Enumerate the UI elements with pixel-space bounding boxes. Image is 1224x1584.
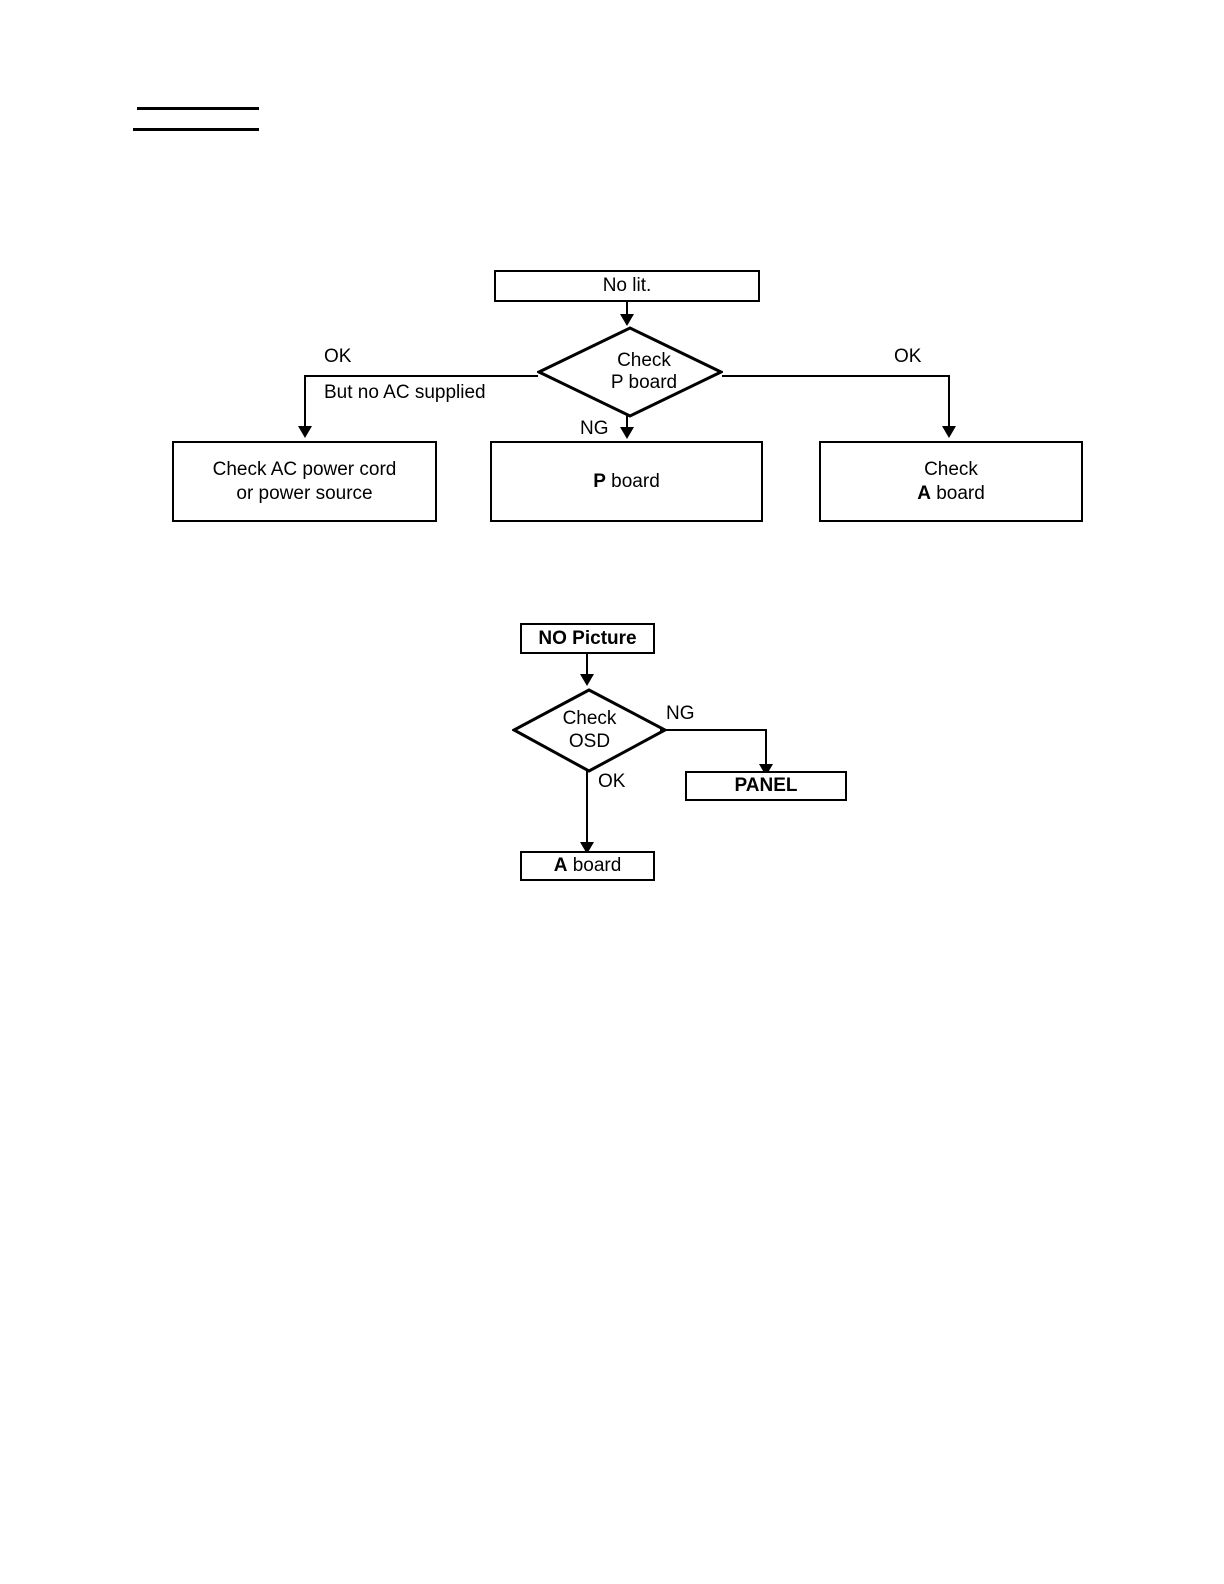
flow1-outcome-a-line1: Check xyxy=(924,459,978,481)
flow1-outcome-a-bold: A xyxy=(917,482,931,504)
flow1-outcome-a-rest: board xyxy=(936,482,985,504)
flow1-ng-branch-label: NG xyxy=(580,418,609,439)
flow1-start-box: No lit. xyxy=(494,270,760,302)
flow1-outcome-a-board-box: Check A board xyxy=(819,441,1083,522)
flow1-outcome-p-bold: P xyxy=(593,470,606,492)
flow1-left-branch-vline xyxy=(304,375,306,428)
flow2-ok-branch-vline xyxy=(586,770,588,846)
flow1-start-label: No lit. xyxy=(602,275,652,297)
flow1-outcome-ac-power-box: Check AC power cord or power source xyxy=(172,441,437,522)
flow1-left-branch-note-label: But no AC supplied xyxy=(324,382,486,403)
flow1-outcome-ac-line1: Check AC power cord xyxy=(212,459,397,481)
flow1-left-branch-arrow xyxy=(298,426,312,438)
flow2-start-to-decision-line xyxy=(586,654,588,676)
flow2-start-box: NO Picture xyxy=(520,623,655,654)
flow1-start-to-decision-arrow xyxy=(620,314,634,326)
flow1-ng-branch-arrow xyxy=(620,427,634,439)
flow2-ng-branch-hline xyxy=(660,729,767,731)
flow1-start-to-decision-line xyxy=(626,302,628,318)
flow1-ng-branch-vline xyxy=(626,414,628,430)
flow1-right-branch-hline xyxy=(722,375,950,377)
flow2-decision-diamond: Check OSD xyxy=(512,688,667,773)
flow1-outcome-ac-line2: or power source xyxy=(236,482,373,504)
flow2-start-label: NO Picture xyxy=(538,627,637,649)
flow1-diamond-shape xyxy=(537,326,723,418)
flow1-right-branch-vline xyxy=(948,375,950,428)
flow2-outcome-a-board-box: A board xyxy=(520,851,655,881)
flow1-outcome-p-board-box: P board xyxy=(490,441,763,522)
flow2-outcome-panel-box: PANEL xyxy=(685,771,847,801)
flow2-ok-branch-label: OK xyxy=(598,771,626,792)
flow1-decision-diamond: Check P board xyxy=(537,326,723,418)
flow2-ng-branch-label: NG xyxy=(666,703,695,724)
flow1-left-branch-hline xyxy=(304,375,538,377)
heading-rule-top xyxy=(137,107,259,110)
flow2-start-to-decision-arrow xyxy=(580,674,594,686)
flow1-outcome-p-rest: board xyxy=(611,470,660,492)
flow2-outcome-panel-label: PANEL xyxy=(734,775,798,797)
flow2-outcome-a-rest: board xyxy=(572,855,622,877)
heading-rule-bottom xyxy=(133,128,259,131)
flow1-left-branch-ok-label: OK xyxy=(324,346,352,367)
flow1-right-branch-arrow xyxy=(942,426,956,438)
flow2-outcome-a-bold: A xyxy=(553,855,568,877)
flow1-right-branch-ok-label: OK xyxy=(894,346,922,367)
flow2-diamond-shape xyxy=(512,688,667,773)
flow2-ng-branch-vline xyxy=(765,729,767,767)
